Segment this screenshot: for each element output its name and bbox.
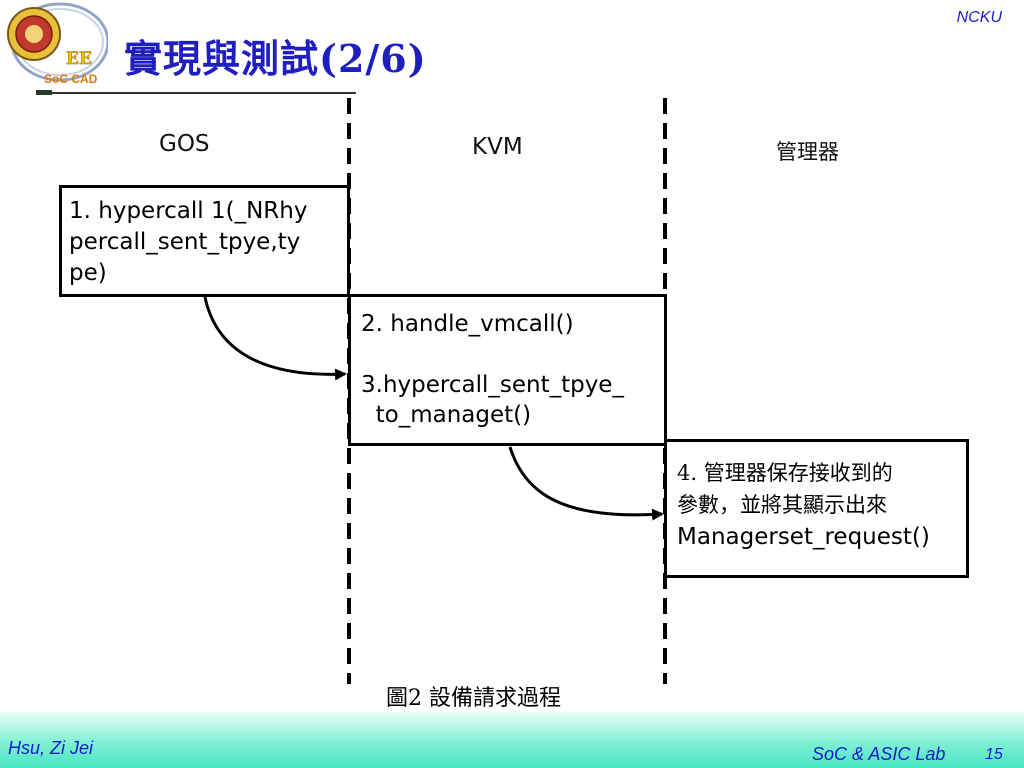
footer-band bbox=[0, 712, 1024, 768]
arrow-kvm-to-manager bbox=[508, 446, 664, 521]
page-number: 15 bbox=[985, 746, 1003, 763]
step-3-line-2: to_managet() bbox=[361, 402, 532, 428]
step-3-line-1: 3.hypercall_sent_tpye_ bbox=[361, 372, 624, 398]
ncku-label: NCKU bbox=[956, 9, 1002, 26]
step-box-1 bbox=[59, 185, 350, 297]
footer-author: Hsu, Zi Jei bbox=[8, 738, 94, 758]
arrow-gos-to-kvm bbox=[203, 296, 347, 381]
header-underline bbox=[52, 92, 356, 94]
lifelines-and-arrows bbox=[203, 98, 667, 684]
step-1-line-3: pe) bbox=[69, 260, 107, 286]
slide-title: 實現與測試(2/6) bbox=[124, 36, 427, 81]
step-box-2-3 bbox=[348, 294, 667, 446]
step-1-line-1: 1. hypercall 1(_NRhy bbox=[69, 198, 308, 224]
step-4-line-2: 參數，並將其顯示出來 bbox=[677, 493, 887, 517]
ee-soc-cad-logo: EE SoC CAD bbox=[7, 2, 108, 86]
lane-label-manager: 管理器 bbox=[776, 140, 839, 164]
step-4-line-1: 4. 管理器保存接收到的 bbox=[677, 461, 893, 485]
lane-label-kvm: KVM bbox=[472, 134, 523, 160]
step-box-4 bbox=[664, 439, 969, 578]
logo-soc-text: SoC CAD bbox=[44, 72, 98, 86]
step-2-line-1: 2. handle_vmcall() bbox=[361, 311, 574, 337]
figure-caption: 圖2 設備請求過程 bbox=[386, 686, 561, 711]
logo-ee-text: EE bbox=[66, 49, 92, 69]
step-1-line-2: percall_sent_tpye,ty bbox=[69, 229, 301, 255]
lane-label-gos: GOS bbox=[159, 131, 210, 157]
header-accent-bar bbox=[36, 90, 52, 95]
step-4-line-3: Managerset_request() bbox=[677, 524, 930, 550]
sequence-diagram: GOS KVM 管理器 1. hypercall 1(_NRhy percall… bbox=[59, 98, 969, 711]
footer-lab: SoC & ASIC Lab bbox=[812, 744, 946, 764]
